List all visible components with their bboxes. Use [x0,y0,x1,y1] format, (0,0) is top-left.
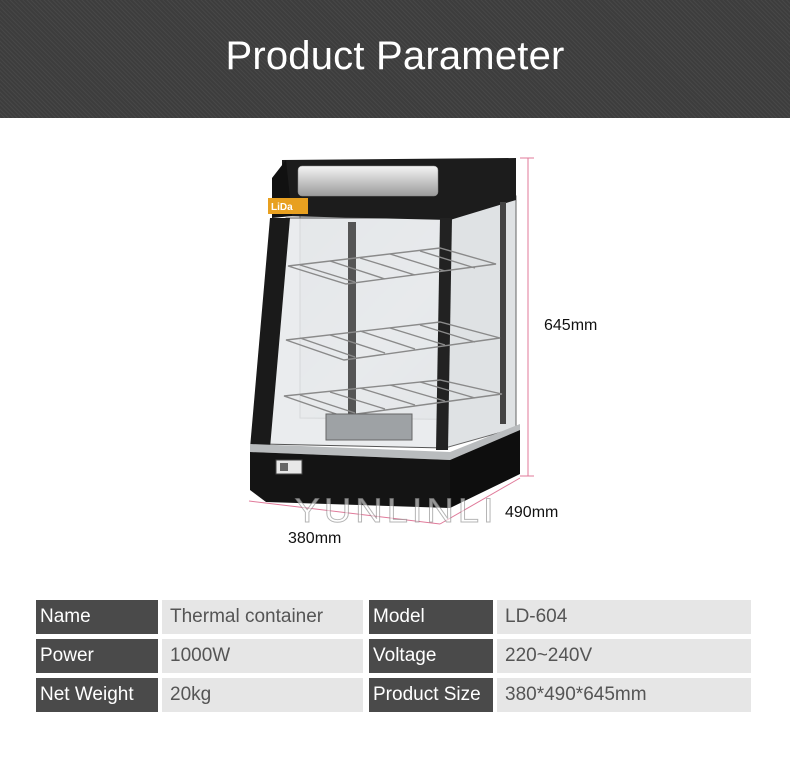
left-pillar [250,218,290,448]
spec-label: Product Size [369,678,493,712]
spec-value: 20kg [162,678,363,712]
spec-value: 1000W [162,639,363,673]
watermark-text: YUNLINLI [294,492,498,531]
spec-value: 380*490*645mm [497,678,751,712]
wire-shelves [283,247,503,417]
page-title: Product Parameter [225,33,565,78]
right-pillar [436,218,452,450]
spec-label: Net Weight [36,678,158,712]
spec-label: Model [369,600,493,634]
display-cabinet-illustration: LiDa [248,157,534,525]
dimension-lines [248,157,534,525]
product-figure: LiDa [0,118,790,588]
spec-value: LD-604 [497,600,751,634]
spec-row: Power 1000W Voltage 220~240V [36,639,751,673]
water-tray [325,413,413,441]
lamp-tube [297,165,439,197]
spec-label: Voltage [369,639,493,673]
spec-row: Name Thermal container Model LD-604 [36,600,751,634]
depth-dimension: 490mm [505,504,559,521]
brand-label: LiDa [271,202,293,213]
spec-label: Name [36,600,158,634]
width-dimension: 380mm [288,530,342,547]
base-rim [250,424,520,460]
power-switch [275,459,303,475]
spec-value: 220~240V [497,639,751,673]
header-banner: Product Parameter [0,0,790,118]
spec-row: Net Weight 20kg Product Size 380*490*645… [36,678,751,712]
height-dimension: 645mm [544,317,598,334]
spec-value: Thermal container [162,600,363,634]
cabinet-base-side [450,430,520,508]
spec-label: Power [36,639,158,673]
brand-sticker [268,198,308,214]
